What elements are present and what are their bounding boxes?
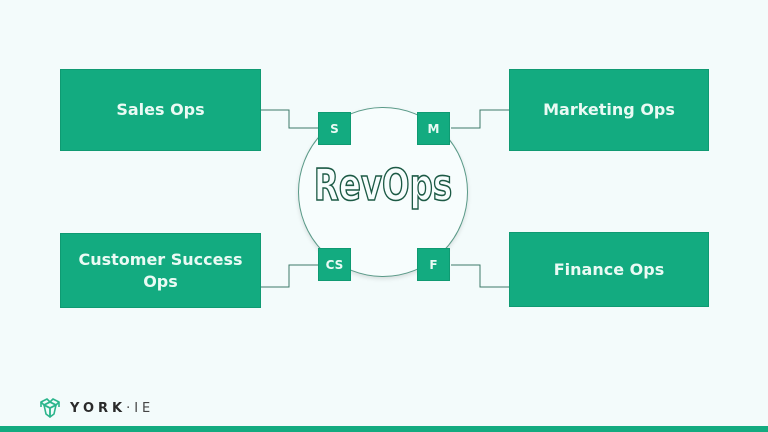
logo-wordmark: YORK·IE bbox=[70, 401, 154, 416]
york-logo-icon bbox=[40, 398, 60, 418]
sales-tag: S bbox=[318, 112, 351, 145]
customer-success-tag: CS bbox=[318, 248, 351, 281]
revops-title: RevOps bbox=[313, 159, 453, 212]
finance-tag: F bbox=[417, 248, 450, 281]
finance-ops-box: Finance Ops bbox=[509, 232, 709, 307]
sales-ops-box: Sales Ops bbox=[60, 69, 261, 151]
marketing-tag: M bbox=[417, 112, 450, 145]
logo-text-ie: ·IE bbox=[126, 400, 155, 416]
customer-success-ops-box: Customer Success Ops bbox=[60, 233, 261, 308]
logo-text-york: YORK bbox=[70, 400, 127, 416]
footer-accent-bar bbox=[0, 426, 768, 432]
marketing-ops-box: Marketing Ops bbox=[509, 69, 709, 151]
york-ie-logo: YORK·IE bbox=[38, 396, 154, 420]
